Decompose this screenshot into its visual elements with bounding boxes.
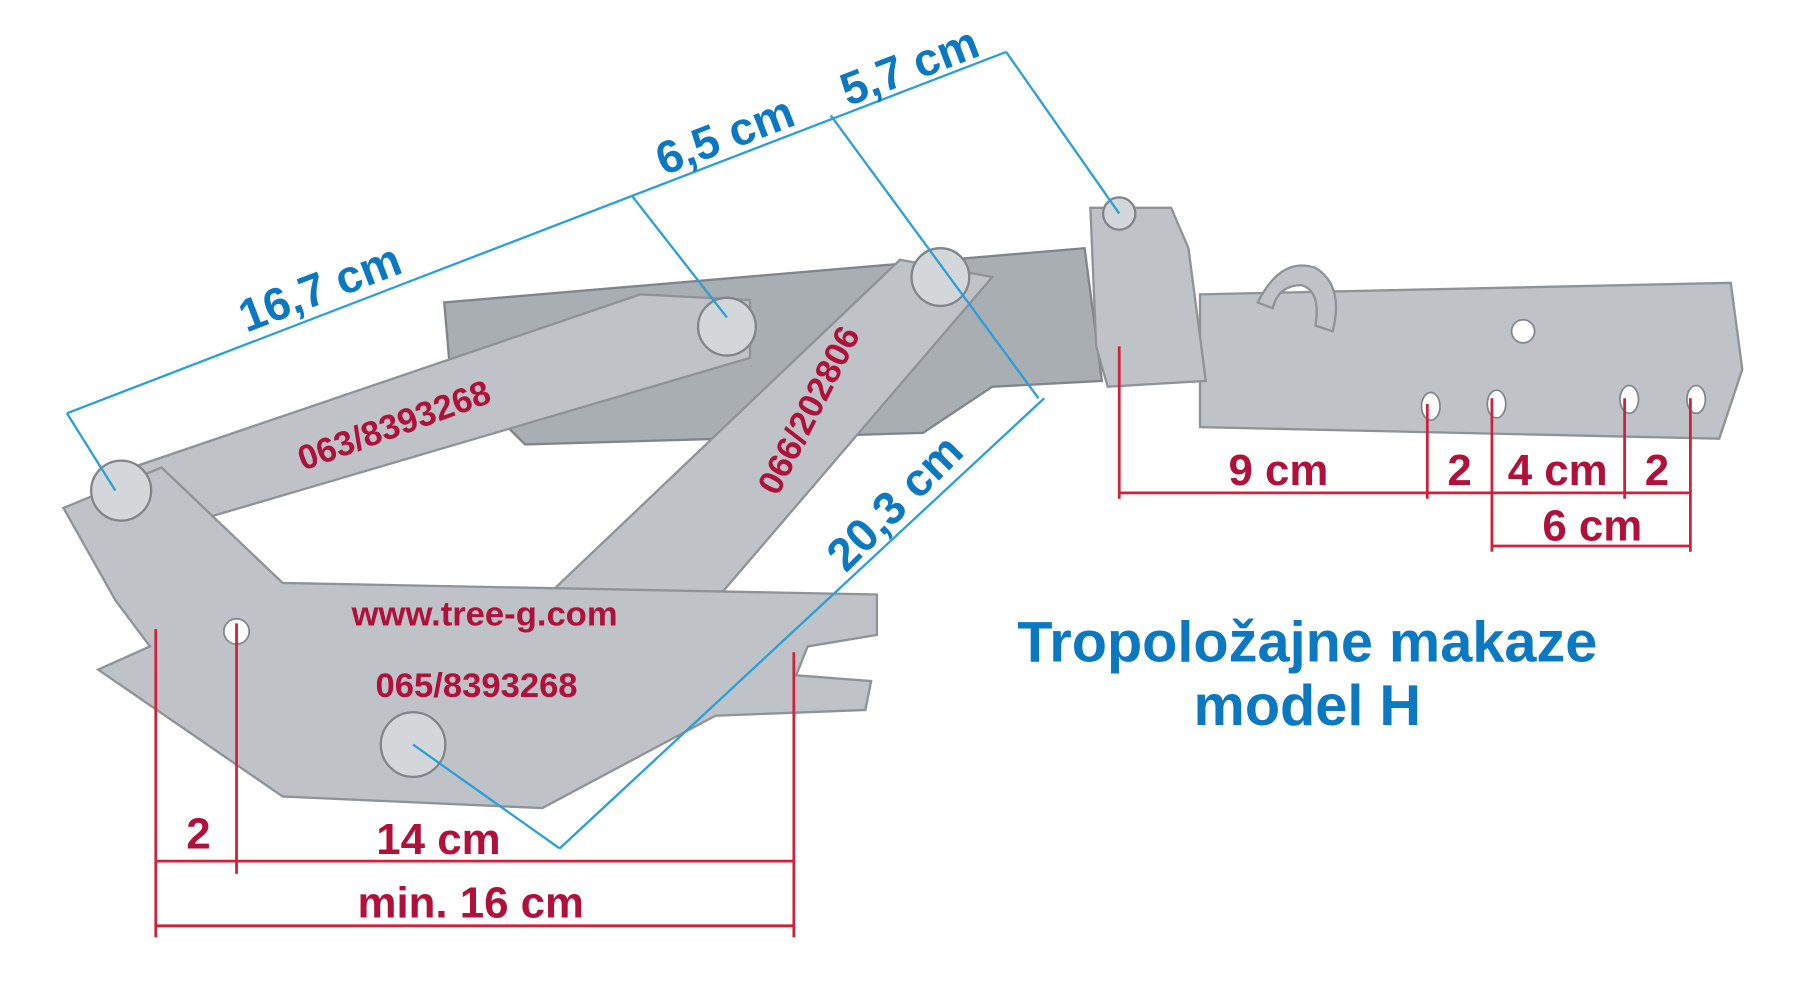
dimension-line-top: [66, 50, 1007, 415]
dimension-line-diagonal: [558, 397, 1046, 850]
pivot-pin: [379, 711, 447, 779]
title-line-2: model H: [1194, 674, 1422, 738]
dimension-label-2-left: 2: [186, 809, 210, 858]
dimension-label-min-16: min. 16 cm: [357, 879, 584, 928]
bracket-hole: [1510, 318, 1536, 344]
hinge-mechanism: [61, 196, 1744, 810]
dimension-label-2-b: 2: [1645, 446, 1669, 495]
dimension-tick: [1005, 51, 1121, 215]
right-bracket: [1198, 281, 1744, 440]
pivot-pin: [90, 459, 153, 522]
dimension-tick: [631, 195, 728, 319]
dimension-label-6: 6 cm: [1542, 501, 1642, 550]
dimension-label-9: 9 cm: [1229, 446, 1329, 495]
dimension-tick: [65, 412, 117, 492]
pivot-pin: [910, 247, 971, 308]
blue-dimension-lines: [65, 50, 1121, 850]
base-plate: [61, 466, 879, 810]
dimension-label-6-5: 6,5 cm: [648, 85, 801, 185]
slot-hole: [1619, 384, 1640, 415]
dimension-label-5-7: 5,7 cm: [833, 16, 986, 116]
pivot-plate: [1089, 206, 1208, 388]
slot-hole: [1420, 391, 1441, 422]
dimension-label-4: 4 cm: [1508, 446, 1608, 495]
phone-number-3: 065/8393268: [376, 667, 578, 705]
dimension-tick: [829, 114, 1040, 399]
slot-hole: [1486, 389, 1507, 419]
dimension-label-14: 14 cm: [376, 815, 500, 864]
dimension-tick: [412, 743, 561, 850]
title-line-1: Tropoložajne makaze: [1017, 610, 1597, 674]
red-dimension-lines-left: [154, 623, 796, 938]
dimension-label-16-7: 16,7 cm: [231, 233, 408, 342]
hook: [1256, 264, 1338, 333]
pivot-pin: [696, 296, 757, 357]
dimension-label-2-a: 2: [1447, 446, 1471, 495]
website: www.tree-g.com: [351, 596, 618, 634]
red-dimension-lines-right: [1117, 346, 1692, 552]
